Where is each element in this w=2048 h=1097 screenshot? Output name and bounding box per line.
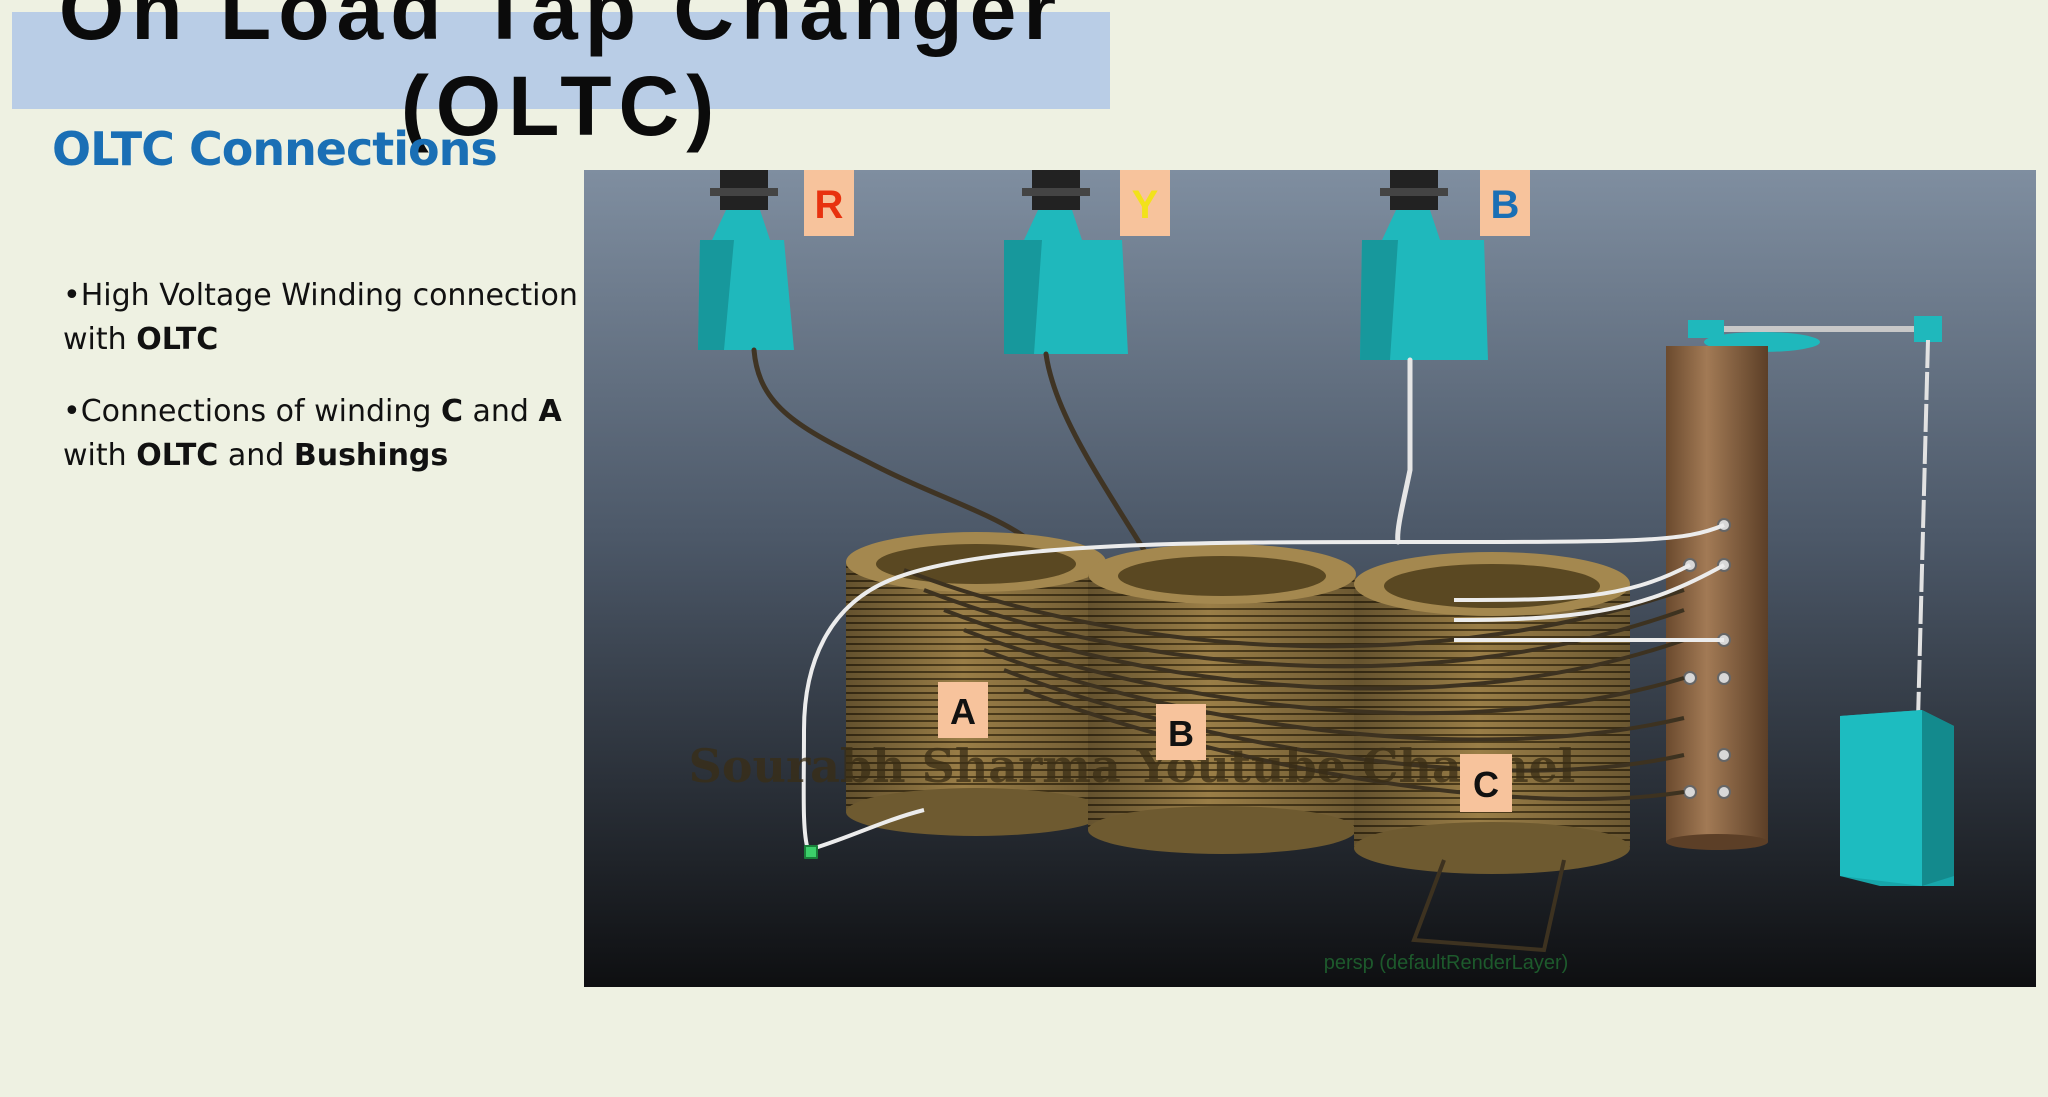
viewport-label: persp (defaultRenderLayer) — [1324, 952, 1569, 974]
phase-label-r-text: R — [815, 183, 844, 227]
winding-label-a: A — [938, 682, 988, 738]
slide-subtitle: OLTC Connections — [52, 122, 498, 176]
slide-title: On Load Tap Changer (OLTC) — [58, 0, 1064, 153]
bullet-item: •Connections of winding C and A with OLT… — [63, 394, 562, 473]
winding-label-b: B — [1156, 704, 1206, 760]
phase-label-b: B — [1480, 170, 1530, 236]
phase-label-y-text: Y — [1132, 183, 1159, 227]
title-banner — [12, 12, 1110, 109]
transformer-3d-figure: R Y B — [584, 170, 2036, 987]
svg-text:A: A — [950, 691, 976, 732]
hv-lead — [801, 523, 1725, 859]
svg-text:B: B — [1168, 713, 1194, 754]
bullet-list: •High Voltage Winding connection with OL… — [63, 274, 583, 506]
bushing-r — [698, 170, 794, 350]
tap-leads — [903, 568, 1685, 953]
watermark-text: Sourabh Sharma Youtube Channel — [689, 739, 1576, 793]
bushing-y — [1004, 170, 1128, 354]
oltc-tap-changer — [1666, 316, 1942, 850]
bushing-b — [1360, 170, 1488, 360]
phase-label-r: R — [804, 170, 854, 236]
bullet-item: •High Voltage Winding connection with OL… — [63, 278, 578, 357]
winding-label-c: C — [1460, 754, 1512, 812]
phase-label-y: Y — [1120, 170, 1170, 236]
svg-text:C: C — [1473, 764, 1499, 805]
phase-label-b-text: B — [1491, 183, 1520, 227]
motor-drive-box — [1840, 710, 1954, 886]
winding-b — [1088, 544, 1356, 854]
